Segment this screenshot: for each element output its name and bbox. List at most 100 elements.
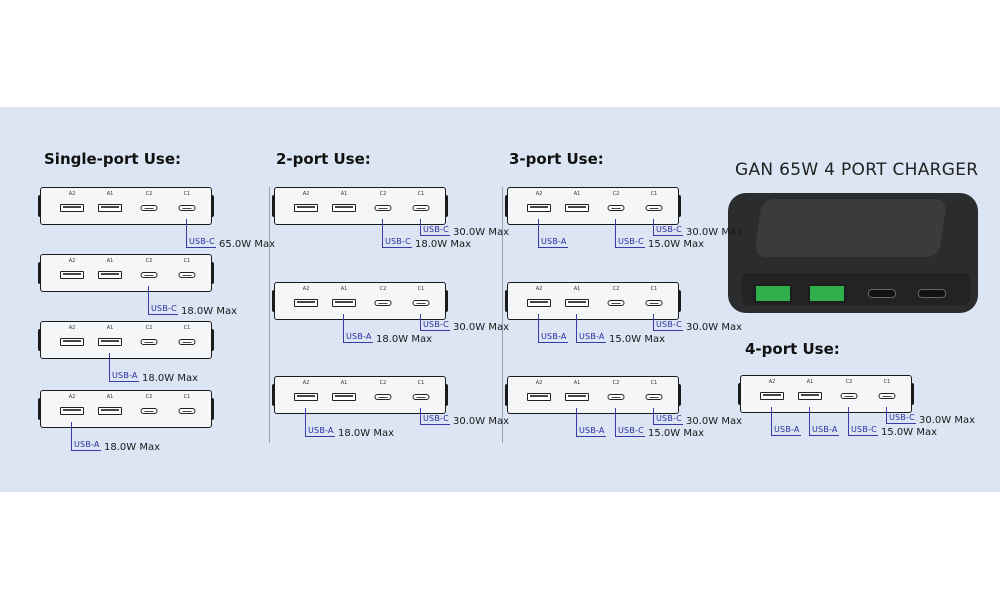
port-a2: A2 [57,188,87,226]
callout-underline [71,450,101,451]
port-c1: C1 [406,188,436,226]
usb-c-socket [374,300,392,306]
wattage-label: 30.0W Max [686,322,743,333]
port-label-a2: A2 [302,286,310,292]
port-c1: C1 [406,377,436,415]
callout-leader [305,408,306,436]
port-type-label: USB-A [112,371,138,380]
port-c1: C1 [639,377,669,415]
usb-a-socket [60,271,84,279]
port-c2: C2 [134,322,164,360]
port-label-c2: C2 [145,325,153,331]
port-c1: C1 [639,283,669,321]
usb-c-socket [374,394,392,400]
port-label-c2: C2 [612,191,620,197]
port-label-c1: C1 [650,380,658,386]
usb-a-socket [332,204,356,212]
port-c2: C2 [368,283,398,321]
callout-underline [771,435,801,436]
callout-underline [305,436,335,437]
port-a1: A1 [562,377,592,415]
port-type-label: USB-C [189,237,215,246]
usb-a-socket [60,407,84,415]
port-label-c2: C2 [145,394,153,400]
port-type-label: USB-C [656,225,682,234]
port-c2: C2 [601,283,631,321]
callout-underline [653,235,683,236]
port-a2: A2 [757,376,787,414]
callout-underline [538,247,568,248]
wattage-label: 15.0W Max [609,334,666,345]
usb-a-socket [98,271,122,279]
port-label-a1: A1 [106,191,114,197]
usb-a-socket [798,392,822,400]
callout-underline [576,436,606,437]
callout-leader [420,314,421,330]
usb-c-socket [607,394,625,400]
callout-underline [653,424,683,425]
port-c1: C1 [172,322,202,360]
callout-leader [653,219,654,235]
port-a1: A1 [95,322,125,360]
callout-leader [615,408,616,436]
wattage-label: 30.0W Max [453,227,510,238]
usb-c-socket [178,339,196,345]
callout-underline [615,436,645,437]
port-label-c2: C2 [379,380,387,386]
wattage-label: 15.0W Max [648,428,705,439]
callout-underline [382,247,412,248]
port-type-label: USB-A [579,332,605,341]
four-port-title: 4-port Use: [745,340,840,358]
port-c1: C1 [872,376,902,414]
port-label-a1: A1 [340,380,348,386]
two-port-title: 2-port Use: [276,150,371,168]
charger-photo [728,193,978,313]
port-type-label: USB-A [74,440,100,449]
port-label-a2: A2 [68,325,76,331]
usb-c-socket [140,272,158,278]
wattage-label: 18.0W Max [181,306,238,317]
port-label-a1: A1 [573,191,581,197]
wattage-label: 18.0W Max [415,239,472,250]
wattage-label: 18.0W Max [104,442,161,453]
port-a2: A2 [57,255,87,293]
callout-leader [771,407,772,435]
port-a1: A1 [562,188,592,226]
callout-underline [653,330,683,331]
usb-c-port-photo [918,289,946,298]
port-a1: A1 [329,377,359,415]
usb-a-socket [294,204,318,212]
wattage-label: 15.0W Max [881,427,938,438]
port-c1: C1 [639,188,669,226]
port-label-a1: A1 [106,325,114,331]
port-c2: C2 [134,255,164,293]
usb-a-socket [565,299,589,307]
callout-underline [420,330,450,331]
callout-underline [886,423,916,424]
port-c1: C1 [172,391,202,429]
port-a2: A2 [291,377,321,415]
usb-a-port-photo [808,284,846,303]
port-label-a2: A2 [68,191,76,197]
port-label-a1: A1 [340,191,348,197]
wattage-label: 18.0W Max [142,373,199,384]
callout-leader [576,314,577,342]
usb-a-socket [98,407,122,415]
port-label-c2: C2 [612,380,620,386]
usb-a-socket [332,393,356,401]
port-c2: C2 [368,188,398,226]
usb-a-socket [565,393,589,401]
usb-a-port-photo [754,284,792,303]
wattage-label: 18.0W Max [338,428,395,439]
wattage-label: 30.0W Max [453,416,510,427]
usb-c-socket [140,205,158,211]
port-type-label: USB-C [851,425,877,434]
wattage-label: 30.0W Max [686,416,743,427]
port-c2: C2 [601,188,631,226]
usb-a-socket [527,393,551,401]
usb-c-socket [840,393,858,399]
usb-a-socket [98,338,122,346]
